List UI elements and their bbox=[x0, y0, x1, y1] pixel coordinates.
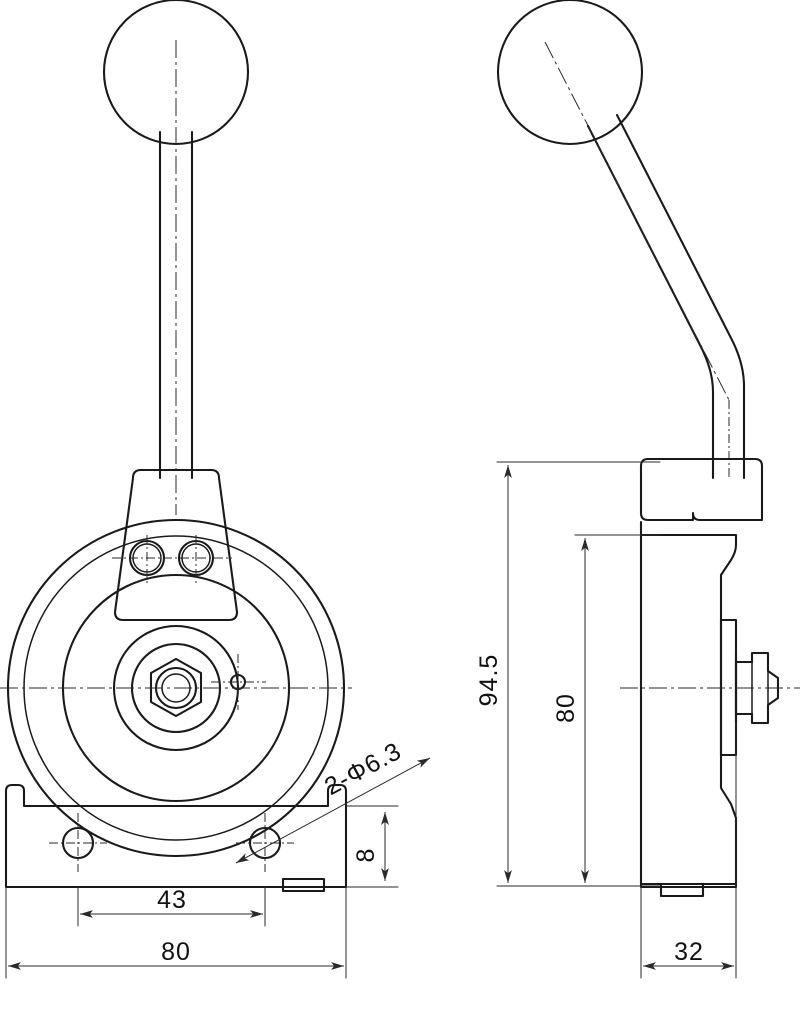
dim-43-label: 43 bbox=[157, 886, 187, 914]
lever-centerline-side-upper bbox=[544, 41, 730, 401]
dim-945-label: 94.5 bbox=[475, 654, 503, 707]
dim-8-label: 8 bbox=[352, 848, 380, 863]
hex-nut-front bbox=[149, 657, 203, 718]
top-cap-block bbox=[639, 457, 764, 522]
dim-80-width-label: 80 bbox=[161, 938, 191, 966]
side-view bbox=[496, 0, 800, 898]
hole-callout-leader bbox=[235, 757, 431, 864]
base-hole-left bbox=[49, 813, 107, 872]
dim-32-label: 32 bbox=[674, 938, 704, 966]
side-view-dimensions: 94.5 80 32 bbox=[475, 461, 737, 979]
base-tab-front bbox=[281, 877, 326, 893]
knob-side bbox=[496, 0, 644, 146]
front-view bbox=[0, 0, 352, 893]
dim-80h-label: 80 bbox=[552, 693, 580, 723]
front-view-dimensions: 2-Φ6.3 8 43 80 bbox=[5, 737, 431, 979]
lever-shaft-front bbox=[158, 130, 194, 480]
lever-shaft-side bbox=[586, 113, 746, 480]
base-hole-right bbox=[236, 813, 294, 872]
base-tab-side bbox=[659, 882, 705, 898]
pivot-hole-right bbox=[177, 535, 215, 584]
yoke-bracket bbox=[113, 468, 239, 622]
